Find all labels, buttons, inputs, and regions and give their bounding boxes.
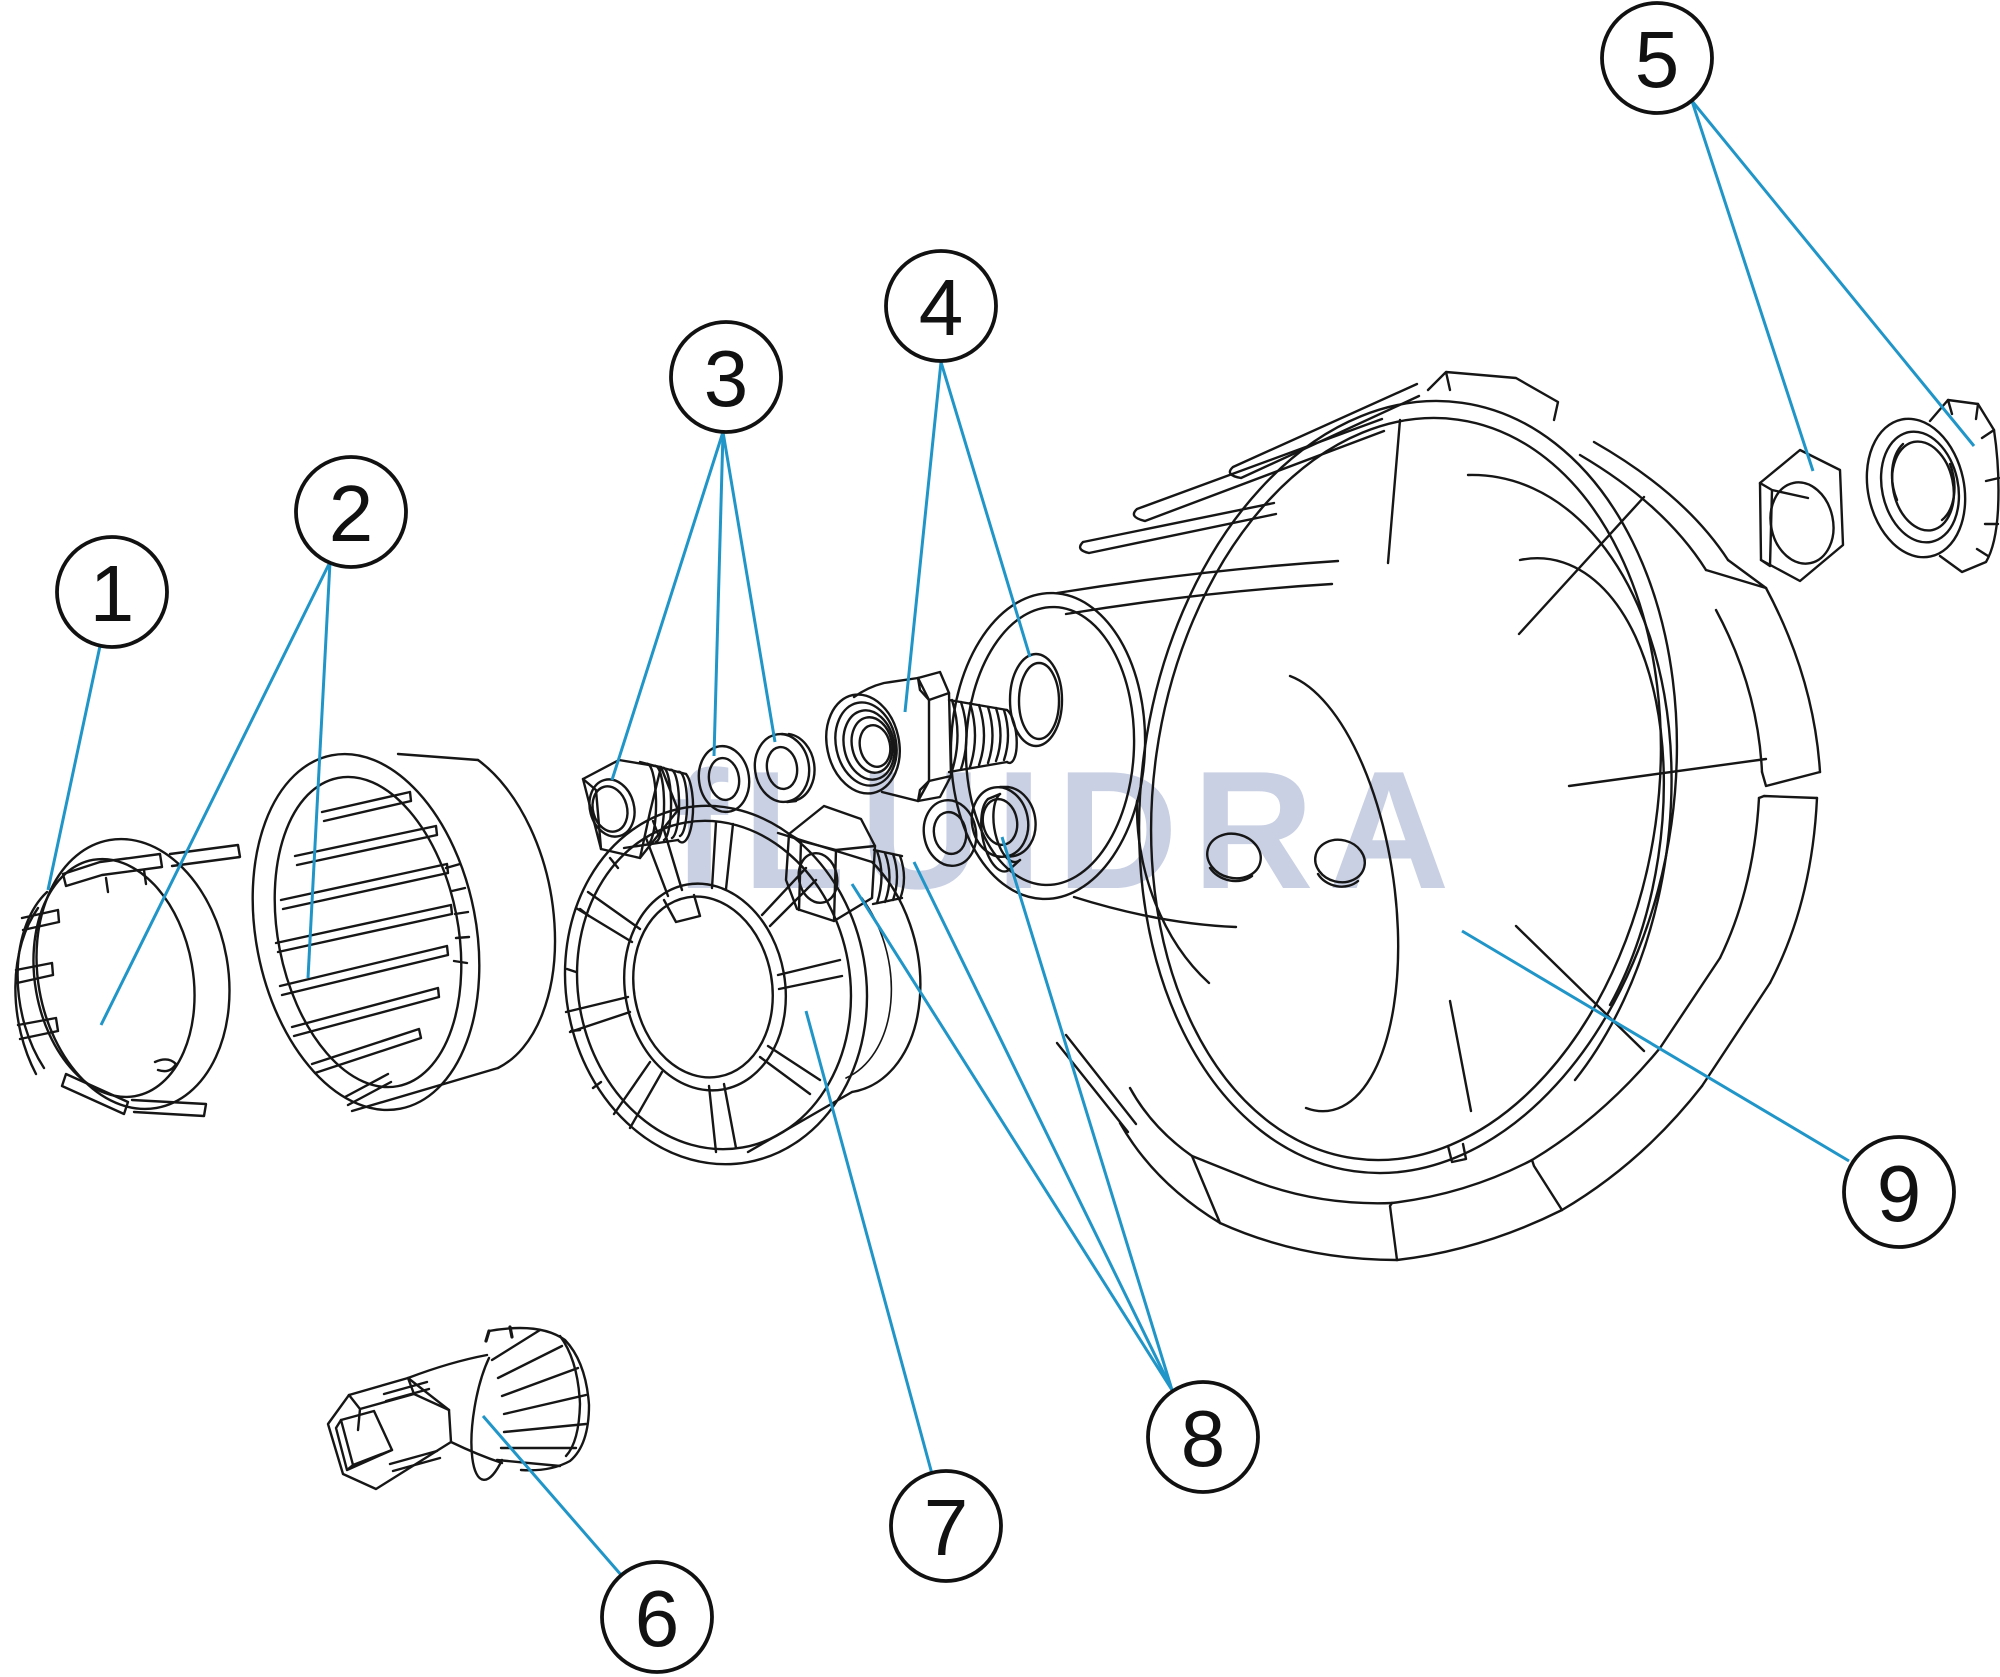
svg-text:1: 1 bbox=[90, 549, 135, 638]
svg-text:8: 8 bbox=[1181, 1394, 1226, 1483]
svg-text:fLUIDRA: fLUIDRA bbox=[672, 736, 1464, 924]
svg-text:3: 3 bbox=[704, 334, 749, 423]
svg-text:6: 6 bbox=[635, 1574, 680, 1663]
svg-text:2: 2 bbox=[329, 469, 374, 558]
svg-text:5: 5 bbox=[1635, 15, 1680, 104]
svg-text:4: 4 bbox=[919, 263, 964, 352]
svg-text:7: 7 bbox=[924, 1483, 969, 1572]
svg-text:9: 9 bbox=[1877, 1149, 1922, 1238]
